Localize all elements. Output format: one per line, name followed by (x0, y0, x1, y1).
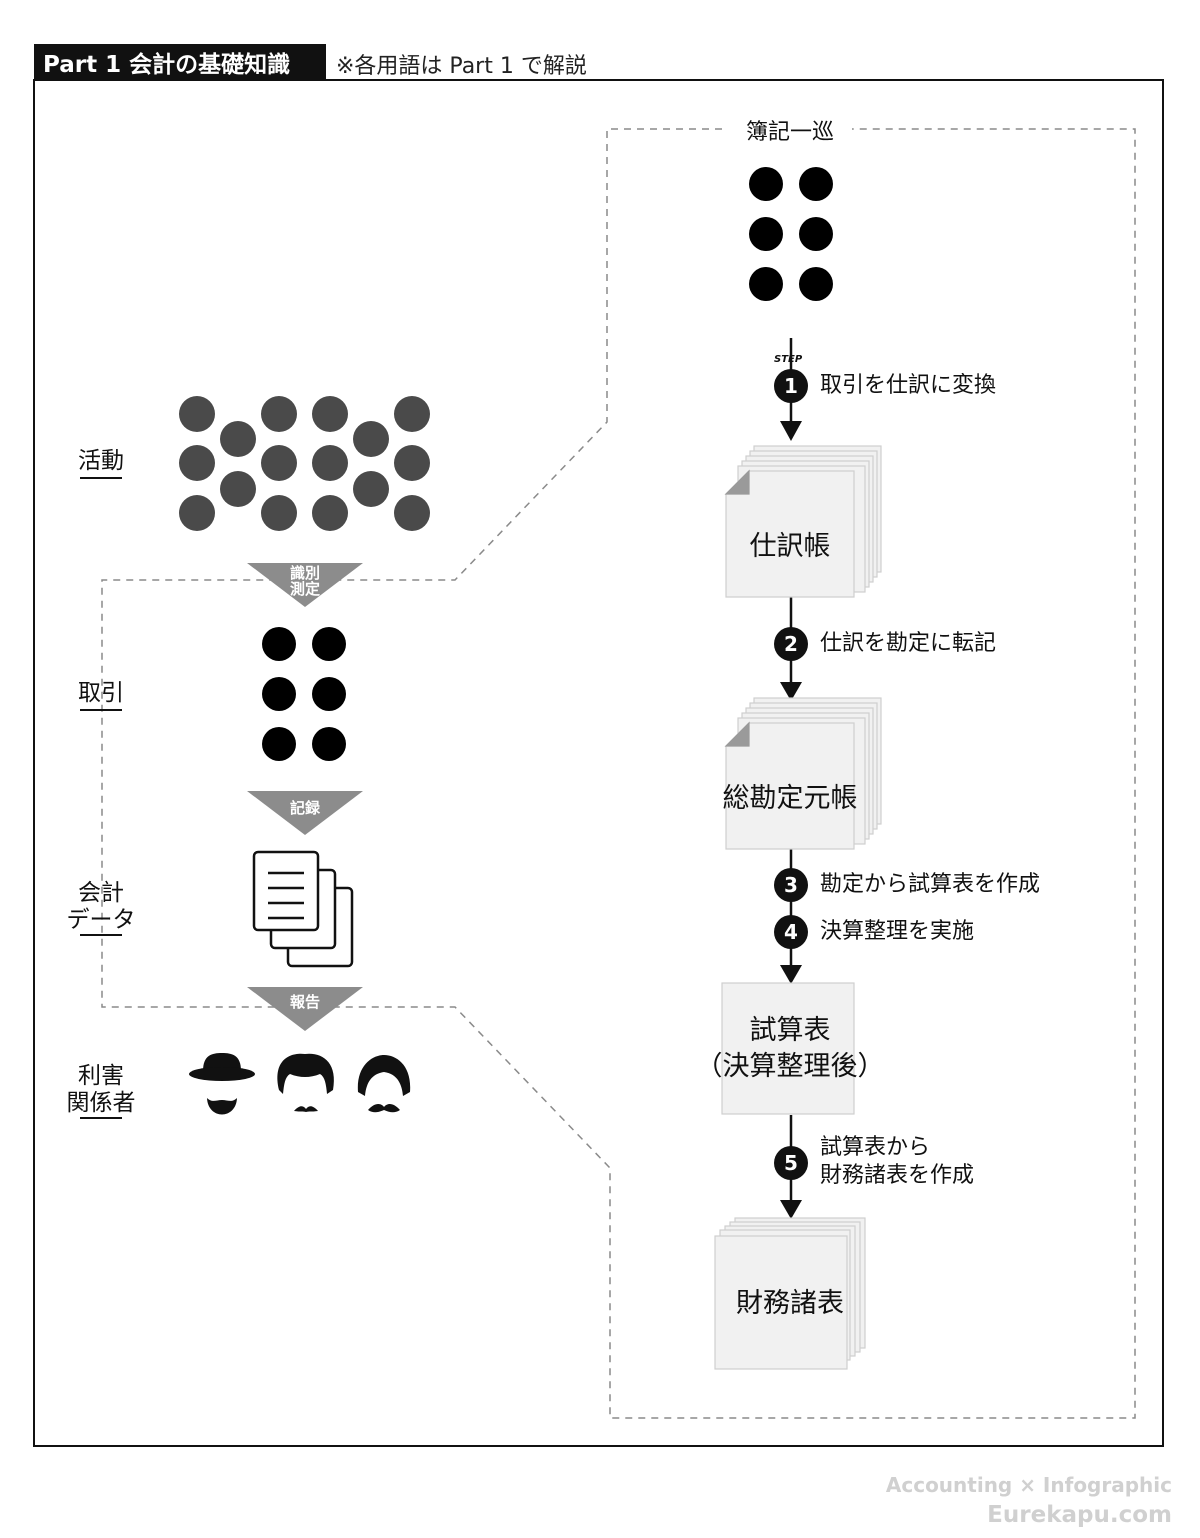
step-1-text: 取引を仕訳に変換 (820, 373, 997, 398)
journal-book-stack (724, 445, 882, 598)
step-number-2: 2 (784, 632, 798, 656)
step-2-text: 仕訳を勘定に転記 (820, 631, 997, 656)
stakeholder-bob-hair-icon (357, 1055, 411, 1113)
diagram-frame (33, 79, 1164, 1447)
flow-arrowheads (780, 421, 802, 1219)
step-3-text: 勘定から試算表を作成 (820, 872, 1041, 897)
cycle-dots (749, 167, 833, 301)
activity-dots (179, 396, 430, 531)
statements-stack (714, 1217, 866, 1370)
step-circles (774, 369, 808, 1180)
step-number-3: 3 (784, 873, 798, 897)
document-stack-icon (252, 850, 354, 968)
watermark: Accounting × Infographic Eurekapu.com (886, 1470, 1172, 1530)
trial-balance-line2: （決算整理後） (695, 1051, 885, 1082)
label-accounting-data-line1: 会計 (78, 880, 124, 906)
arrow-report-label: 報告 (289, 993, 320, 1011)
step-number-1: 1 (784, 374, 798, 398)
label-underline (80, 934, 122, 936)
watermark-line2: Eurekapu.com (987, 1502, 1172, 1528)
step-4-text: 決算整理を実施 (820, 919, 975, 944)
ledger-book-stack (724, 697, 882, 850)
arrow-record-label: 記録 (289, 799, 320, 817)
watermark-line1: Accounting × Infographic (885, 1473, 1172, 1497)
trial-balance-box (721, 982, 855, 1115)
arrow-record (247, 791, 363, 835)
step-number-4: 4 (784, 920, 798, 944)
stakeholder-hat-beard-icon (189, 1053, 255, 1115)
step-5-line2: 財務諸表を作成 (820, 1163, 975, 1188)
step-5-line1: 試算表から (820, 1135, 931, 1160)
part-title: Part 1 会計の基礎知識 (34, 44, 326, 80)
step-number-5: 5 (784, 1151, 798, 1175)
label-activity-text: 活動 (78, 448, 124, 474)
header-note: ※各用語は Part 1 で解説 (336, 54, 587, 79)
label-stakeholders-line2: 関係者 (66, 1090, 136, 1116)
ledger-label: 総勘定元帳 (722, 783, 858, 814)
label-transaction: 取引 (70, 680, 132, 707)
trial-balance-line1: 試算表 (749, 1015, 831, 1046)
transaction-dots (262, 627, 346, 761)
stakeholder-hair-mustache-icon (277, 1053, 334, 1112)
label-underline (80, 477, 122, 479)
label-activity: 活動 (70, 448, 132, 475)
step-5-text: 試算表から 財務諸表を作成 (820, 1134, 974, 1190)
arrow-identify-line1: 識別 (289, 564, 320, 582)
cycle-title: 簿記一巡 (732, 114, 848, 146)
arrow-identify-label: 識別 測定 (275, 565, 335, 597)
journal-label: 仕訳帳 (749, 531, 831, 562)
trial-balance-label: 試算表 （決算整理後） (690, 1013, 890, 1085)
label-underline (80, 709, 122, 711)
arrow-report (247, 987, 363, 1031)
label-accounting-data-line2: データ (66, 907, 136, 933)
arrow-identify (247, 563, 363, 607)
step-tag: STEP (774, 354, 803, 365)
label-underline (80, 1117, 122, 1119)
label-stakeholders-line1: 利害 (78, 1063, 124, 1089)
statements-label: 財務諸表 (736, 1288, 844, 1319)
arrow-identify-line2: 測定 (289, 580, 320, 598)
cycle-dashed-outline (101, 128, 1136, 1419)
label-transaction-text: 取引 (78, 680, 124, 706)
label-stakeholders: 利害 関係者 (62, 1063, 140, 1117)
label-accounting-data: 会計 データ (62, 880, 140, 934)
